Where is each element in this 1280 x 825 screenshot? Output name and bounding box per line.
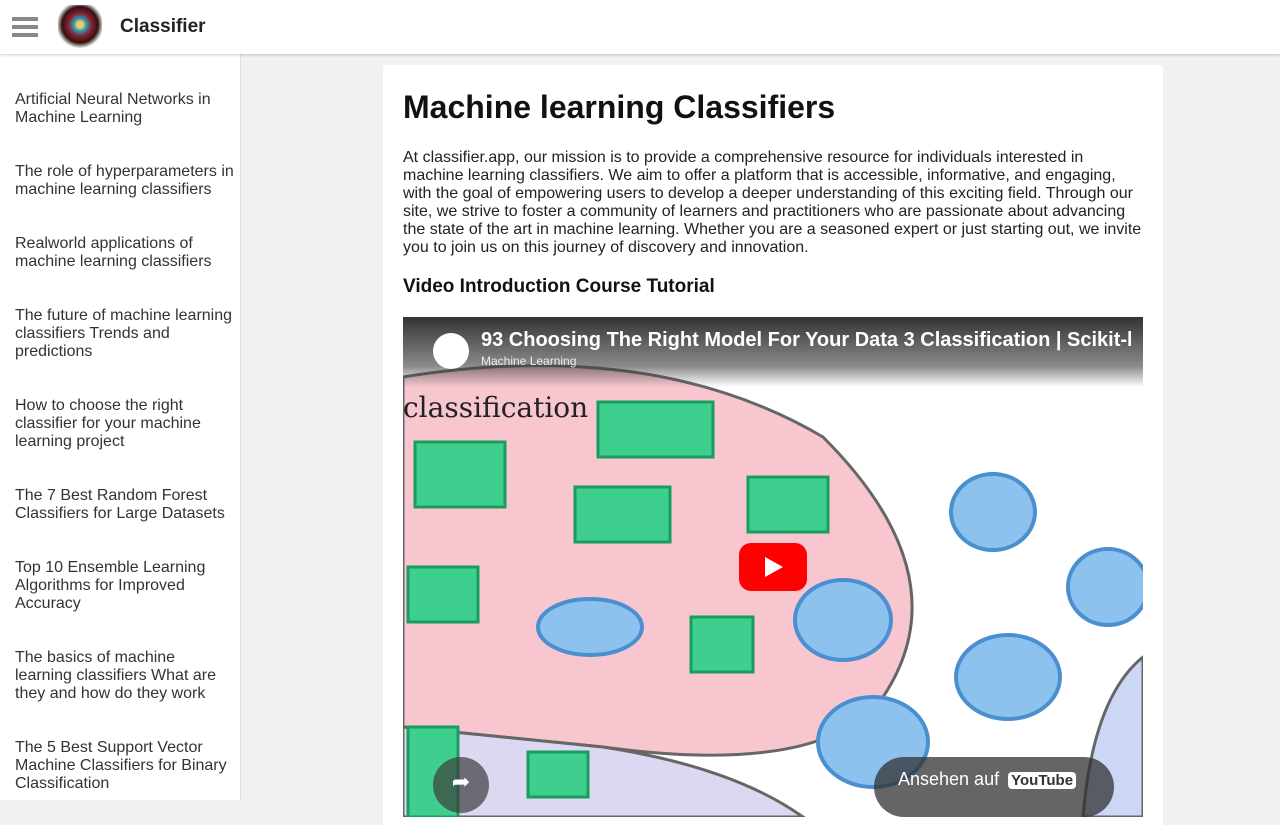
watch-on-youtube-button[interactable]: Ansehen auf YouTube <box>874 757 1114 817</box>
sidebar-item[interactable]: The basics of machine learning classifie… <box>15 649 216 702</box>
video-title[interactable]: 93 Choosing The Right Model For Your Dat… <box>481 329 1131 351</box>
top-bar: Classifier <box>0 0 1280 54</box>
sidebar-item[interactable]: How to choose the right classifier for y… <box>15 397 201 450</box>
sidebar: Artificial Neural Networks in Machine Le… <box>0 54 241 800</box>
sidebar-item[interactable]: Top 10 Ensemble Learning Algorithms for … <box>15 559 206 612</box>
video-heading: Video Introduction Course Tutorial <box>403 276 715 297</box>
video-channel[interactable]: Machine Learning <box>481 354 577 368</box>
site-logo[interactable] <box>58 5 102 49</box>
channel-avatar[interactable] <box>433 333 469 369</box>
play-button[interactable] <box>739 543 807 591</box>
sidebar-item[interactable]: Artificial Neural Networks in Machine Le… <box>15 91 211 126</box>
intro-text: At classifier.app, our mission is to pro… <box>403 149 1142 256</box>
page-title: Machine learning Classifiers <box>403 89 836 125</box>
watch-label: Ansehen auf <box>898 769 1000 789</box>
main-content: Machine learning Classifiers At classifi… <box>383 65 1163 825</box>
app-title[interactable]: Classifier <box>120 16 206 37</box>
youtube-logo: YouTube <box>1008 772 1077 789</box>
sidebar-item[interactable]: Realworld applications of machine learni… <box>15 235 212 270</box>
svg-text:classification: classification <box>403 391 588 424</box>
video-header: 93 Choosing The Right Model For Your Dat… <box>403 317 1143 387</box>
sidebar-item[interactable]: The 5 Best Support Vector Machine Classi… <box>15 739 227 792</box>
video-thumbnail: classification <box>403 317 1143 817</box>
sidebar-item[interactable]: The role of hyperparameters in machine l… <box>15 163 234 198</box>
menu-icon[interactable] <box>12 13 38 41</box>
share-icon[interactable]: ➦ <box>433 757 489 813</box>
video-embed[interactable]: classification 93 Choosing The Right Mod… <box>403 317 1143 817</box>
sidebar-item[interactable]: The 7 Best Random Forest Classifiers for… <box>15 487 225 522</box>
sidebar-item[interactable]: The future of machine learning classifie… <box>15 307 233 360</box>
